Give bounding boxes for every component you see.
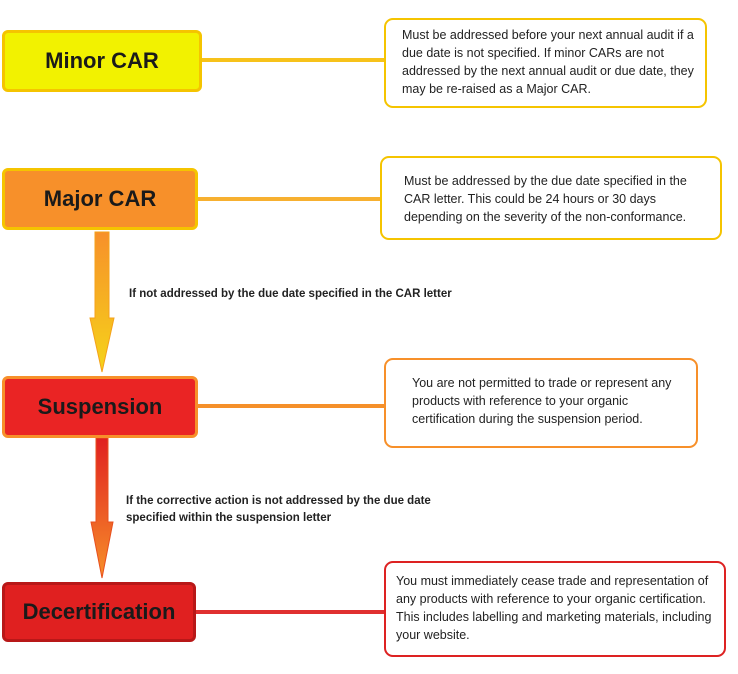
minor-car-label: Minor CAR [45, 48, 159, 73]
suspension-box: Suspension [2, 376, 198, 438]
decertification-description: You must immediately cease trade and rep… [384, 561, 726, 657]
note-major-to-suspension: If not addressed by the due date specifi… [129, 288, 452, 300]
decertification-label: Decertification [22, 599, 176, 624]
major-car-label: Major CAR [43, 186, 157, 211]
minor-car-description: Must be addressed before your next annua… [384, 18, 707, 108]
suspension-description: You are not permitted to trade or repres… [384, 358, 698, 448]
suspension-connector [198, 404, 384, 408]
minor-car-box: Minor CAR [2, 30, 202, 92]
decert-connector [196, 610, 384, 614]
major-connector [198, 197, 380, 201]
major-car-description: Must be addressed by the due date specif… [380, 156, 722, 240]
suspension-label: Suspension [37, 394, 163, 419]
minor-connector [202, 58, 384, 62]
arrow-suspension-to-decert [90, 437, 114, 579]
major-car-box: Major CAR [2, 168, 198, 230]
decertification-box: Decertification [2, 582, 196, 642]
note-suspension-to-decert: If the corrective action is not addresse… [126, 495, 431, 524]
arrow-major-to-suspension [89, 231, 115, 373]
